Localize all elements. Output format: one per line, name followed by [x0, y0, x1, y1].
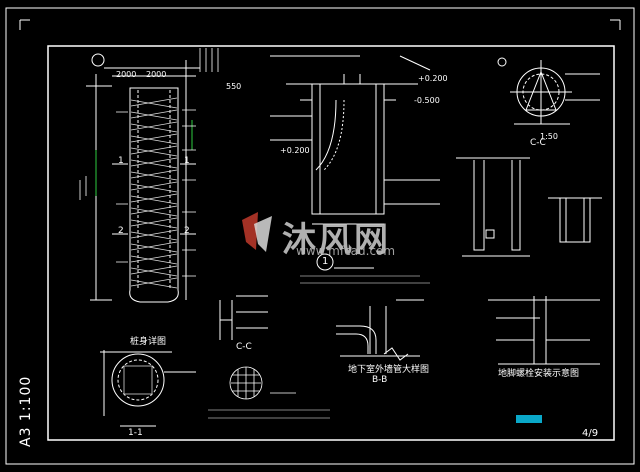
dim-label-2: 2000 — [146, 70, 167, 79]
detail-number-1: 1 — [322, 256, 329, 267]
pile-cap-detail — [270, 55, 440, 225]
inner-frame — [47, 45, 615, 441]
detail-1-notes — [300, 275, 430, 284]
pile-dimension-marks — [95, 120, 193, 196]
pile-elevation — [86, 60, 200, 303]
section-mark-2-right: 2 — [184, 226, 190, 236]
detail-1-callout — [316, 253, 334, 271]
mesh-notes — [208, 409, 330, 419]
title-section-c-c: C-C — [236, 342, 252, 352]
page-number: 4/9 — [582, 428, 599, 439]
watermark-url: www.mfcad.com — [296, 244, 396, 258]
sheet-tag — [516, 415, 542, 423]
watermark-logo — [242, 212, 272, 252]
title-wall-pipe-detail: 地下室外墙管大样图 — [348, 365, 430, 375]
outer-frame — [5, 7, 635, 465]
watermark-text: 沐风网 — [282, 220, 390, 260]
title-section-1-1: 1-1 — [128, 428, 143, 438]
section-mark-1-right: 1 — [184, 156, 190, 166]
elevation-label-3: +0.200 — [280, 146, 310, 155]
waterstop-detail — [456, 157, 530, 257]
elevation-label-2: -0.500 — [414, 96, 440, 105]
scale-label: 1:50 — [540, 132, 558, 141]
dim-label-1: 2000 — [116, 70, 137, 79]
anchor-bolt-installation — [488, 296, 600, 365]
title-pile-detail: 桩身详图 — [130, 337, 167, 347]
pile-top-callout — [91, 53, 105, 67]
pile-annotation-ticks — [79, 48, 219, 277]
section-c-plan — [497, 57, 600, 125]
section-1-1 — [100, 350, 196, 427]
section-c-c-label: C-C — [530, 138, 546, 148]
rebar-anchorage-detail — [219, 295, 268, 340]
frame-corner-marks — [19, 19, 621, 30]
dim-label-3: 550 — [226, 82, 242, 91]
mesh-detail — [229, 366, 296, 400]
sheet-scale-label: A3 1:100 — [18, 375, 34, 447]
section-mark-2-left: 2 — [118, 226, 124, 236]
basement-wall-pipe-detail — [336, 299, 424, 361]
title-anchor-bolt: 地脚螺栓安装示意图 — [498, 369, 580, 379]
section-b-b-label: B-B — [372, 375, 388, 385]
section-mark-1-left: 1 — [118, 156, 124, 166]
anchor-bolt-small-detail — [548, 197, 602, 243]
elevation-label-1: +0.200 — [418, 74, 448, 83]
